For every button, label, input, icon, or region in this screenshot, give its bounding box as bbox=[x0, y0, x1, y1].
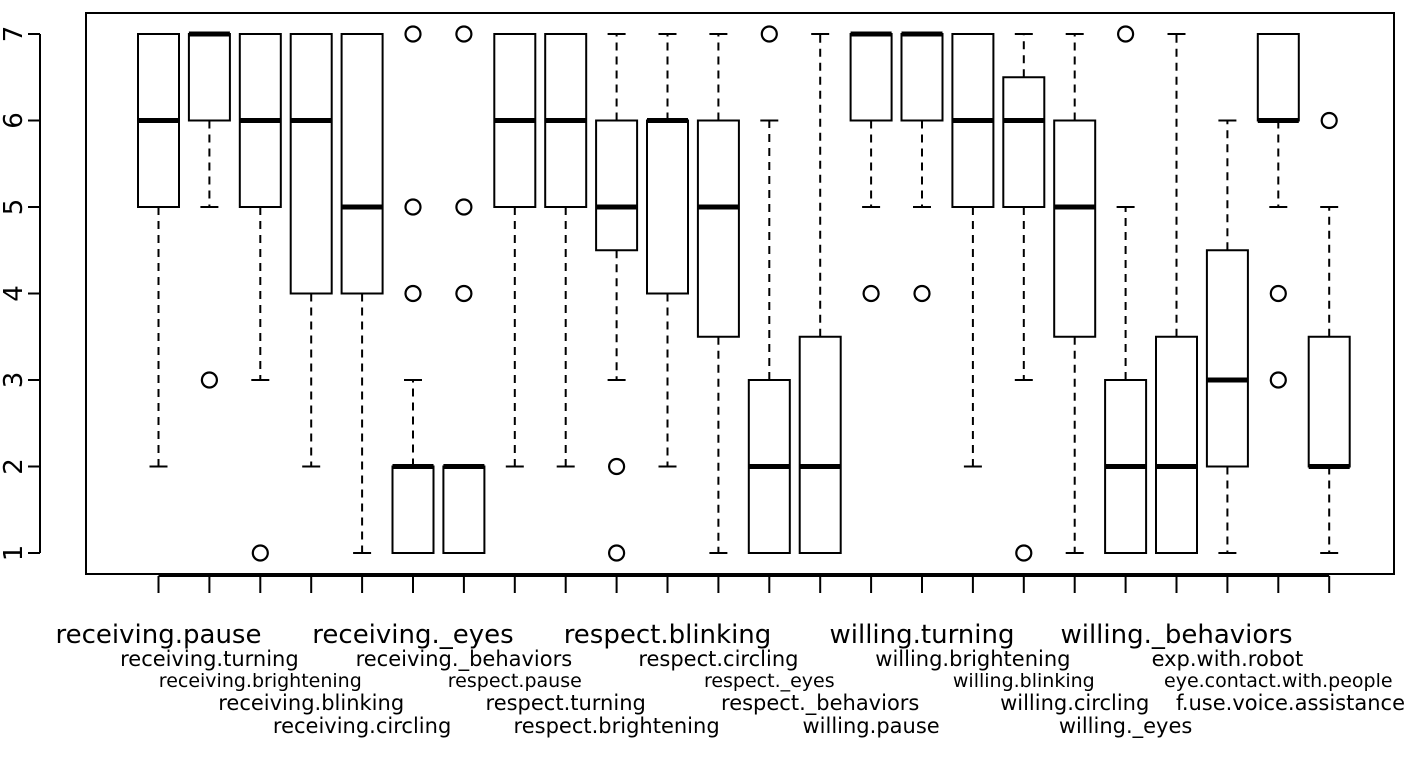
box-respect.circling bbox=[696, 33, 740, 554]
box-respect._behaviors bbox=[798, 33, 842, 554]
x-tick-label: exp.with.robot bbox=[1152, 647, 1304, 671]
box-f.use.voice.assistance bbox=[1307, 111, 1351, 554]
outlier-point bbox=[913, 284, 931, 303]
outlier-point bbox=[404, 25, 422, 43]
x-tick-label: respect.circling bbox=[638, 647, 798, 671]
x-tick-label: willing._eyes bbox=[1059, 714, 1193, 739]
outlier-point bbox=[1269, 371, 1287, 389]
box-willing._behaviors bbox=[1155, 33, 1198, 554]
box-iqr bbox=[442, 465, 486, 554]
outlier-point bbox=[200, 371, 218, 389]
x-tick-label: receiving._eyes bbox=[312, 620, 513, 650]
box-receiving._eyes bbox=[391, 25, 435, 554]
box-iqr bbox=[900, 33, 944, 122]
box-respect.pause bbox=[493, 33, 537, 468]
box-iqr bbox=[187, 33, 231, 122]
x-tick-label: respect.blinking bbox=[564, 620, 772, 650]
y-tick-label: 5 bbox=[0, 199, 29, 216]
outlier-point bbox=[607, 457, 626, 476]
box-receiving.turning bbox=[187, 31, 231, 389]
x-tick-label: willing.brightening bbox=[875, 647, 1070, 671]
box-iqr bbox=[696, 119, 740, 338]
box-receiving.circling bbox=[340, 33, 384, 554]
box-iqr bbox=[595, 119, 639, 252]
x-tick-labels: receiving.pausereceiving.turningreceivin… bbox=[56, 620, 1405, 739]
box-iqr bbox=[340, 33, 384, 295]
outlier-point bbox=[404, 198, 422, 216]
outlier-point bbox=[455, 198, 473, 216]
box-willing.blinking bbox=[1002, 33, 1046, 562]
x-tick-label: f.use.voice.assistance bbox=[1176, 691, 1405, 715]
y-tick-label: 3 bbox=[0, 372, 29, 389]
outlier-point bbox=[1015, 544, 1033, 562]
outlier-point bbox=[1269, 284, 1287, 303]
y-tick-label: 2 bbox=[0, 458, 29, 475]
box-iqr bbox=[289, 33, 333, 295]
box-willing.circling bbox=[1053, 33, 1097, 554]
box-willing.pause bbox=[849, 31, 893, 303]
x-tick-label: respect.brightening bbox=[514, 714, 720, 738]
box-iqr bbox=[849, 33, 893, 122]
box-iqr bbox=[1307, 335, 1351, 468]
x-tick-label: willing.pause bbox=[802, 714, 939, 738]
outlier-point bbox=[862, 284, 880, 303]
x-tick-label: respect.turning bbox=[486, 691, 646, 715]
box-series bbox=[137, 25, 1351, 562]
box-iqr bbox=[1053, 119, 1097, 338]
y-tick-label: 6 bbox=[0, 112, 29, 129]
box-receiving.blinking bbox=[289, 33, 333, 468]
box-willing.brightening bbox=[951, 33, 995, 468]
box-iqr bbox=[1002, 76, 1046, 208]
x-tick-label: respect.pause bbox=[448, 670, 582, 692]
box-respect.blinking bbox=[646, 33, 689, 468]
x-tick-label: respect._behaviors bbox=[721, 691, 919, 716]
box-iqr bbox=[1205, 249, 1249, 468]
x-tick-label: receiving.brightening bbox=[159, 670, 362, 692]
outlier-point bbox=[1320, 111, 1338, 130]
x-tick-label: eye.contact.with.people bbox=[1164, 670, 1393, 692]
box-respect.brightening bbox=[595, 33, 639, 562]
box-willing.turning bbox=[900, 31, 944, 303]
box-willing._eyes bbox=[1104, 25, 1148, 554]
box-iqr bbox=[1256, 33, 1300, 122]
box-iqr bbox=[1155, 335, 1198, 554]
box-exp.with.robot bbox=[1205, 119, 1249, 554]
x-tick-label: respect._eyes bbox=[704, 670, 835, 692]
plot-frame bbox=[85, 12, 1395, 575]
box-iqr bbox=[646, 119, 689, 295]
box-respect.turning bbox=[544, 33, 588, 468]
box-receiving.brightening bbox=[238, 33, 282, 562]
x-tick-label: receiving.blinking bbox=[218, 691, 404, 715]
box-receiving.pause bbox=[137, 33, 180, 468]
x-tick-label: receiving._behaviors bbox=[356, 647, 573, 672]
x-tick-label: willing.blinking bbox=[953, 670, 1095, 692]
outlier-point bbox=[607, 544, 626, 562]
outlier-point bbox=[1116, 25, 1135, 43]
box-respect._eyes bbox=[747, 25, 791, 554]
outlier-point bbox=[455, 25, 473, 43]
outlier-point bbox=[251, 544, 269, 562]
y-tick-label: 7 bbox=[0, 26, 29, 43]
x-tick-label: receiving.circling bbox=[273, 714, 451, 738]
x-tick-label: receiving.pause bbox=[56, 620, 262, 650]
y-axis: 1 2 3 4 5 6 7 bbox=[0, 26, 41, 562]
box-iqr bbox=[798, 335, 842, 554]
x-axis bbox=[157, 575, 1331, 593]
outlier-point bbox=[404, 284, 422, 303]
x-tick-label: willing._behaviors bbox=[1060, 620, 1292, 650]
outlier-point bbox=[455, 284, 473, 303]
x-tick-label: receiving.turning bbox=[120, 647, 299, 671]
box-receiving._behaviors bbox=[442, 25, 486, 554]
y-tick-label: 4 bbox=[0, 285, 29, 302]
y-tick-label: 1 bbox=[0, 545, 29, 562]
x-tick-label: willing.turning bbox=[830, 620, 1015, 650]
box-iqr bbox=[391, 465, 435, 554]
x-tick-label: willing.circling bbox=[1000, 691, 1149, 715]
box-eye.contact.with.people bbox=[1256, 33, 1300, 389]
outlier-point bbox=[760, 25, 778, 43]
